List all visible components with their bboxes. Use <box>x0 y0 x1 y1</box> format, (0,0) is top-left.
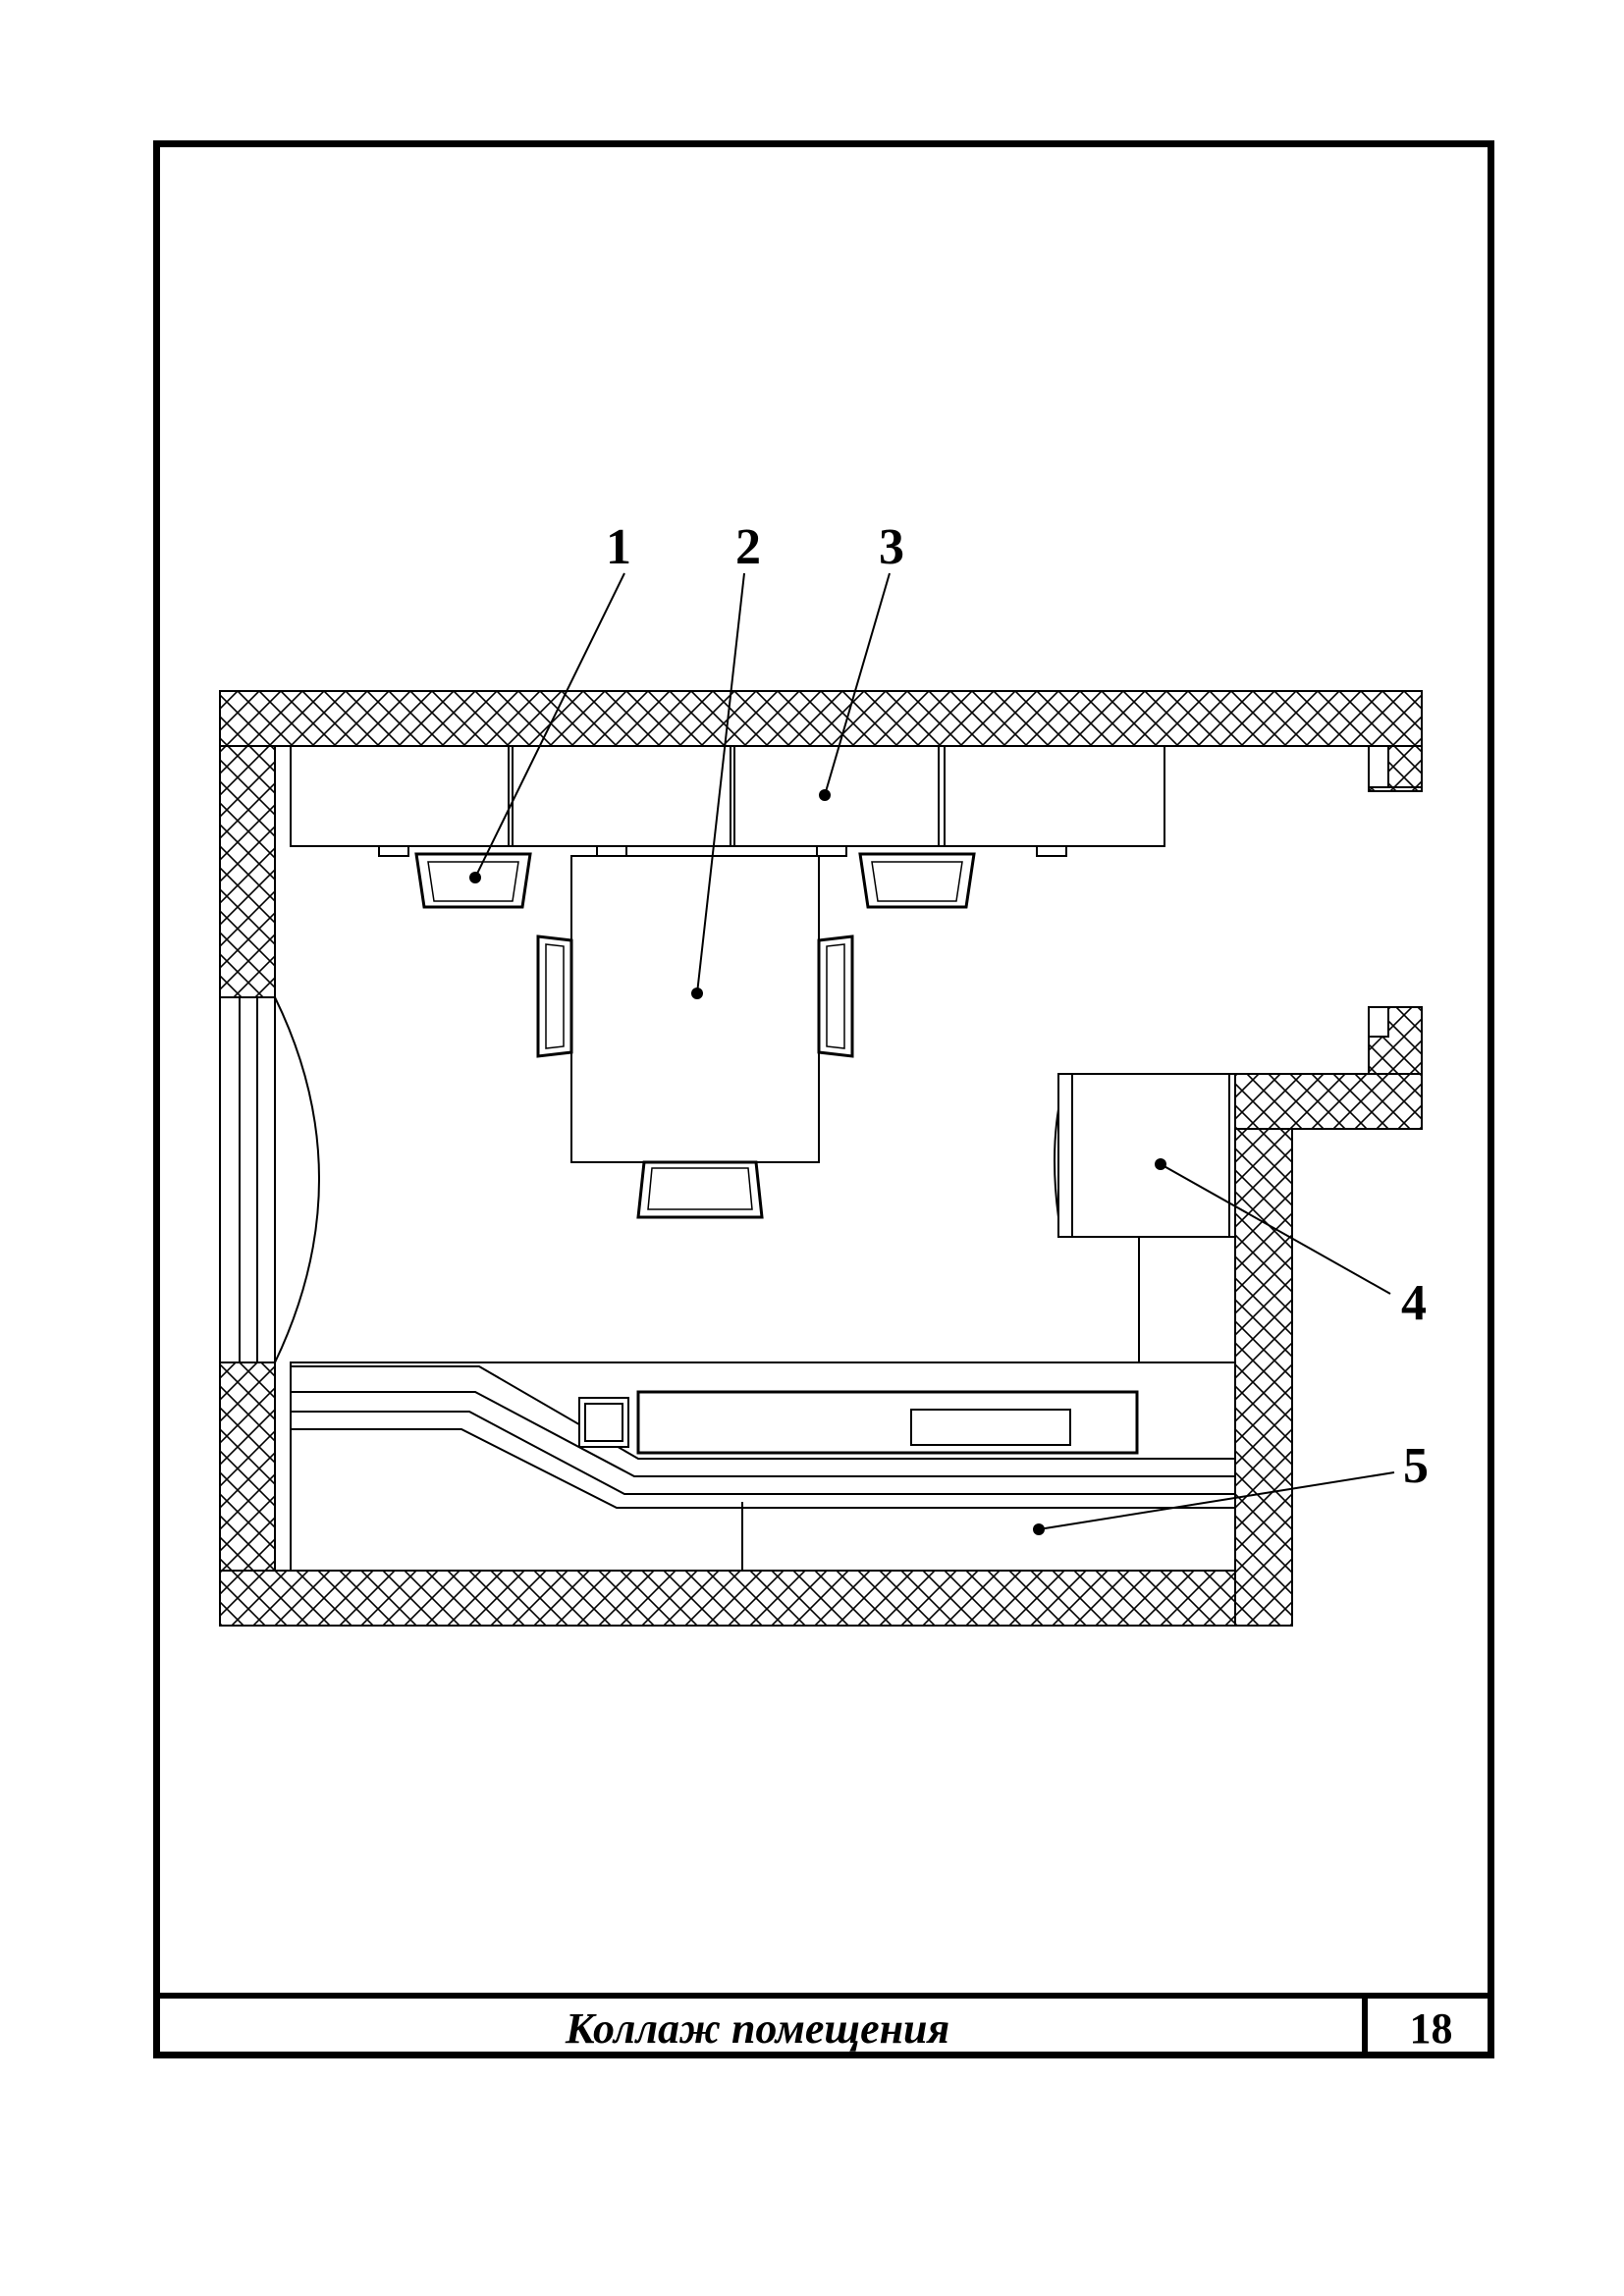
callout-2: 2 <box>691 519 761 999</box>
walls <box>219 690 1423 1627</box>
chair-right-side <box>817 934 854 1058</box>
jamb-notch-lower <box>1368 1006 1389 1038</box>
sink <box>910 1409 1071 1446</box>
window-left <box>219 996 320 1363</box>
chair-back-right <box>858 852 976 909</box>
callout-5: 5 <box>1033 1438 1429 1535</box>
callout-number: 5 <box>1403 1438 1429 1494</box>
wall-top-band <box>219 690 1423 747</box>
callouts: 1 2 3 4 5 <box>469 519 1429 1535</box>
callout-number: 2 <box>735 519 761 575</box>
callout-4: 4 <box>1155 1158 1427 1331</box>
callout-dot <box>691 988 703 999</box>
wall-right-lower <box>1234 1073 1293 1627</box>
sheet-title: Коллаж помещения <box>565 2004 950 2053</box>
wall-left-upper <box>219 745 276 998</box>
wall-bottom <box>219 1570 1293 1627</box>
callout-3: 3 <box>819 519 904 801</box>
window-swing-arc <box>274 996 320 1363</box>
callout-dot <box>469 872 481 883</box>
dining-table <box>570 855 820 1163</box>
chairs <box>414 852 976 1219</box>
chair-bottom <box>636 1160 764 1219</box>
page-number: 18 <box>1409 2004 1453 2053</box>
callout-dot <box>819 789 831 801</box>
jamb-notch-upper <box>1368 745 1389 788</box>
chair-left-side <box>536 934 573 1058</box>
callout-dot <box>1033 1523 1045 1535</box>
page-number-cell: 18 <box>1362 1999 1494 2058</box>
refrigerator-group <box>1054 1073 1236 1238</box>
refrigerator <box>1057 1073 1236 1238</box>
wall-right-step <box>1234 1073 1423 1130</box>
callout-dot <box>1155 1158 1166 1170</box>
callout-1: 1 <box>469 519 631 883</box>
callout-number: 4 <box>1401 1275 1427 1331</box>
callout-number: 3 <box>879 519 904 575</box>
callout-number: 1 <box>606 519 631 575</box>
wall-cabinets <box>290 745 1165 847</box>
kitchen-counter-group <box>290 1362 1236 1572</box>
title-cell: Коллаж помещения <box>153 1999 1362 2058</box>
cabinet-handles <box>378 845 1067 857</box>
sheet-frame <box>153 140 1494 2058</box>
title-block: Коллаж помещения 18 <box>153 1993 1494 2058</box>
